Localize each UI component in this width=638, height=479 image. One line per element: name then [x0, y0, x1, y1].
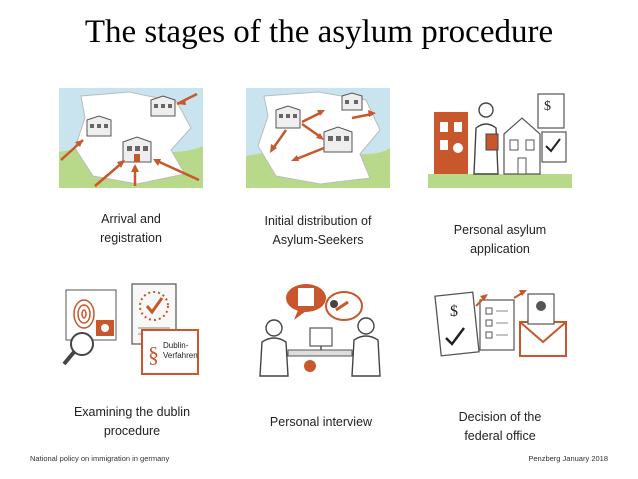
stage-caption-arrival: Arrival and registration [100, 212, 162, 245]
applicant-figure [351, 317, 381, 377]
stage-caption-distribution: Initial distribution of Asylum-Seekers [264, 214, 372, 247]
stage-caption-decision: Decision of the federal office [458, 410, 542, 443]
dublin-illustration: § Dublin- Verfahren [62, 280, 206, 380]
interview-illustration [248, 280, 392, 380]
dublin-sign: § Dublin- Verfahren [141, 329, 199, 375]
arrival-illustration [59, 88, 203, 188]
stage-caption-dublin: Examining the dublin procedure [73, 405, 191, 438]
application-illustration: $ [428, 88, 572, 188]
document-icon: $ [537, 93, 567, 163]
stage-caption-interview: Personal interview [269, 415, 373, 429]
officer-figure [259, 319, 289, 377]
office-building [434, 112, 468, 174]
speech-bubble [286, 284, 326, 320]
footer-right: Penzberg January 2018 [528, 454, 608, 463]
dublin-sign-line2: Verfahren [163, 351, 198, 360]
distribution-illustration [246, 88, 390, 188]
decision-illustration: $ [428, 280, 572, 380]
dublin-sign-line1: Dublin- [163, 341, 189, 350]
envelope-icon [519, 293, 567, 357]
svg-text:$: $ [544, 99, 551, 114]
svg-text:Dublin- Verfahren: Dublin- Verfahren [163, 341, 198, 360]
person-figure [473, 102, 499, 175]
magnifier-icon [62, 332, 94, 366]
dollar-document: $ [434, 291, 480, 357]
fingerprint-icon [65, 289, 117, 341]
stage-caption-application: Personal asylum application [453, 223, 547, 256]
footer-left: National policy on immigration in german… [30, 454, 170, 463]
building-icon [86, 115, 112, 137]
svg-text:§: § [148, 342, 159, 367]
form-document [479, 299, 515, 351]
svg-text:$: $ [450, 303, 458, 320]
slide-title: The stages of the asylum procedure [84, 14, 554, 50]
speech-bubble-2 [325, 291, 363, 321]
